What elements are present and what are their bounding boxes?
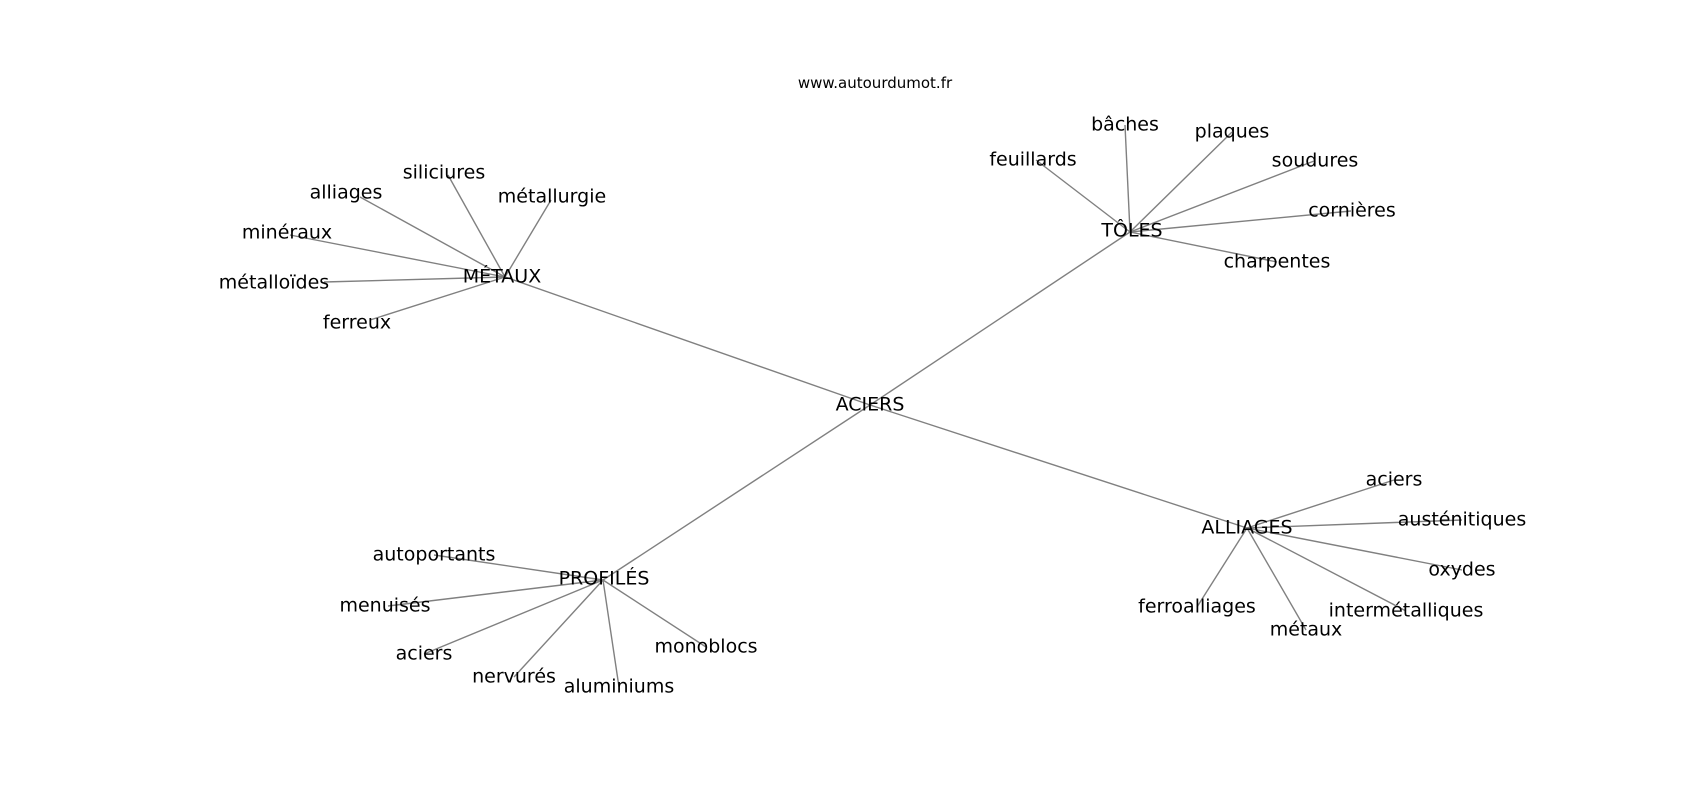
node-leaf: monoblocs bbox=[654, 635, 758, 658]
edge bbox=[1246, 527, 1307, 631]
edge bbox=[447, 174, 506, 278]
edge bbox=[387, 579, 604, 607]
edge bbox=[513, 579, 604, 678]
source-url: www.autourdumot.fr bbox=[797, 74, 953, 92]
node-group-alliages: ALLIAGES bbox=[1201, 516, 1293, 539]
node-leaf: plaques bbox=[1194, 120, 1270, 143]
edge bbox=[1129, 231, 1278, 263]
node-leaf: autoportants bbox=[372, 543, 496, 566]
edge bbox=[323, 276, 506, 283]
edge bbox=[433, 554, 604, 581]
edge bbox=[423, 579, 604, 655]
edge bbox=[504, 199, 552, 278]
node-leaf: ferroalliages bbox=[1138, 595, 1256, 618]
edge bbox=[1246, 527, 1407, 612]
node-leaf: soudures bbox=[1271, 149, 1359, 172]
node-leaf: cornières bbox=[1308, 199, 1396, 222]
edge bbox=[602, 579, 620, 688]
node-leaf: siliciures bbox=[402, 161, 486, 184]
node-group-profiles: PROFILÉS bbox=[558, 567, 650, 590]
node-center: ACIERS bbox=[835, 393, 905, 416]
node-leaf: métalloïdes bbox=[218, 271, 330, 294]
edge bbox=[1246, 479, 1395, 529]
node-leaf: aciers bbox=[395, 642, 453, 665]
node-leaf: aluminiums bbox=[563, 675, 675, 698]
edge bbox=[602, 404, 871, 581]
edge bbox=[1129, 131, 1233, 233]
node-leaf: menuisés bbox=[339, 594, 431, 617]
edge bbox=[1196, 527, 1248, 608]
edge bbox=[1246, 519, 1463, 529]
edge bbox=[1035, 159, 1131, 233]
node-leaf: oxydes bbox=[1428, 558, 1496, 581]
node-leaf: austénitiques bbox=[1397, 508, 1527, 531]
edge bbox=[1129, 210, 1352, 233]
node-leaf: ferreux bbox=[322, 311, 392, 334]
edge bbox=[289, 234, 506, 278]
edge bbox=[359, 196, 506, 278]
node-leaf: nervurés bbox=[472, 665, 556, 688]
edge bbox=[869, 231, 1131, 406]
node-leaf: aciers bbox=[1365, 468, 1423, 491]
node-leaf: minéraux bbox=[241, 221, 333, 244]
node-leaf: alliages bbox=[309, 181, 383, 204]
node-leaf: métallurgie bbox=[497, 185, 607, 208]
node-leaf: bâches bbox=[1091, 113, 1159, 136]
edge bbox=[1124, 124, 1131, 233]
node-leaf: charpentes bbox=[1223, 250, 1331, 273]
edge bbox=[602, 579, 707, 648]
edge bbox=[1246, 527, 1463, 571]
edge bbox=[1129, 160, 1315, 233]
edge bbox=[869, 404, 1248, 529]
node-group-toles: TÔLES bbox=[1101, 219, 1163, 242]
node-group-metaux: MÉTAUX bbox=[462, 265, 542, 288]
edge bbox=[369, 276, 506, 321]
node-leaf: intermétalliques bbox=[1328, 599, 1484, 622]
edge bbox=[504, 276, 871, 406]
node-leaf: métaux bbox=[1269, 618, 1343, 641]
node-leaf: feuillards bbox=[989, 148, 1077, 171]
